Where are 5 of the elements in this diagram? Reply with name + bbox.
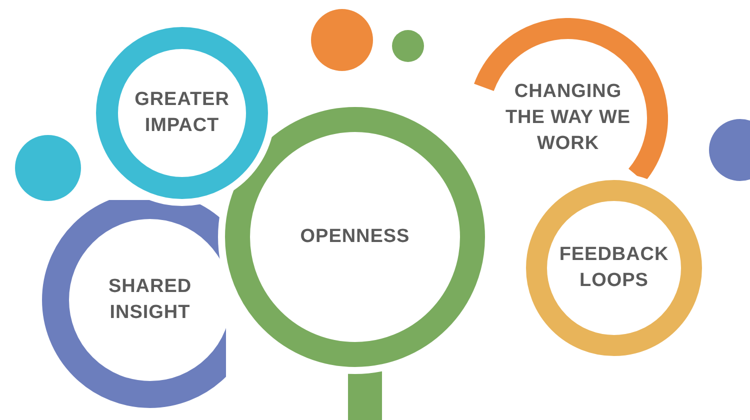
circle-label: CHANGING THE WAY WE WORK: [504, 80, 632, 156]
circle-label: OPENNESS: [300, 225, 410, 249]
circle-label: SHARED INSIGHT: [107, 275, 193, 325]
circle-label: GREATER IMPACT: [134, 88, 230, 138]
circle-label: FEEDBACK LOOPS: [558, 243, 670, 293]
